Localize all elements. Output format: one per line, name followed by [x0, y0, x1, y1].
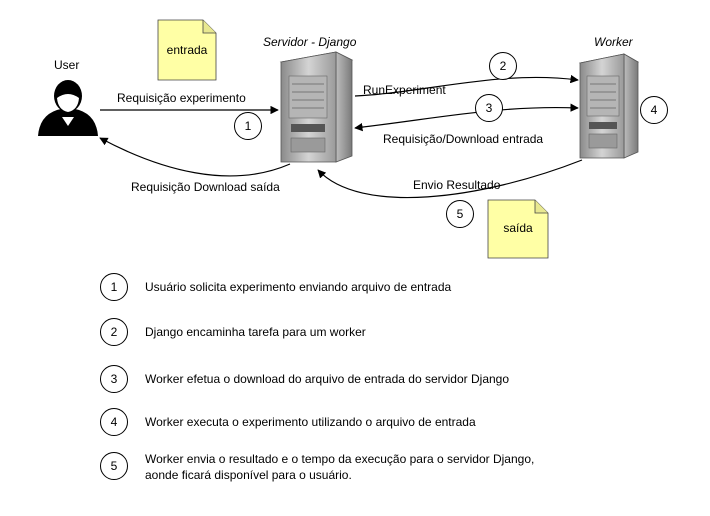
user-icon: [38, 80, 98, 136]
edge-label-request-download-input: Requisição/Download entrada: [383, 132, 544, 146]
server-django-icon: [279, 51, 354, 163]
legend-circle-3: 3: [100, 365, 128, 393]
step-circle-4: 4: [640, 96, 668, 124]
legend-circle-4: 4: [100, 408, 128, 436]
step-circle-5: 5: [446, 200, 474, 228]
arrow-request-download-input: [354, 103, 579, 132]
legend-text-4: Worker executa o experimento utilizando …: [145, 415, 476, 429]
server-label: Servidor - Django: [263, 35, 357, 49]
user-label: User: [54, 58, 80, 72]
legend-text-1: Usuário solicita experimento enviando ar…: [145, 280, 452, 294]
edge-label-request-download-output: Requisição Download saída: [131, 180, 280, 194]
step-circle-1: 1: [234, 112, 262, 140]
output-note-text: saída: [503, 221, 533, 235]
legend-circle-2: 2: [100, 318, 128, 346]
legend-circle-5: 5: [100, 452, 128, 480]
arrow-run-experiment: [354, 74, 579, 97]
edge-label-run-experiment: RunExperiment: [363, 83, 446, 97]
legend-text-5: Worker envia o resultado e o tempo da ex…: [145, 452, 535, 466]
edge-label-send-result: Envio Resultado: [413, 178, 501, 192]
legend-circle-1: 1: [100, 273, 128, 301]
legend-text-5b: aonde ficará disponível para o usuário.: [145, 468, 352, 482]
worker-server-icon: [578, 53, 640, 159]
step-circle-3: 3: [475, 94, 503, 122]
output-file-note: [487, 199, 549, 259]
arrow-send-result: [317, 159, 583, 199]
edge-label-request-experiment: Requisição experimento: [117, 91, 246, 105]
legend-text-3: Worker efetua o download do arquivo de e…: [145, 372, 510, 386]
input-file-note: [157, 19, 217, 81]
worker-label: Worker: [594, 35, 633, 49]
arrow-request-download-output: [99, 137, 291, 177]
legend-text-2: Django encaminha tarefa para um worker: [145, 325, 366, 339]
step-circle-2: 2: [489, 52, 517, 80]
input-note-text: entrada: [166, 43, 208, 57]
